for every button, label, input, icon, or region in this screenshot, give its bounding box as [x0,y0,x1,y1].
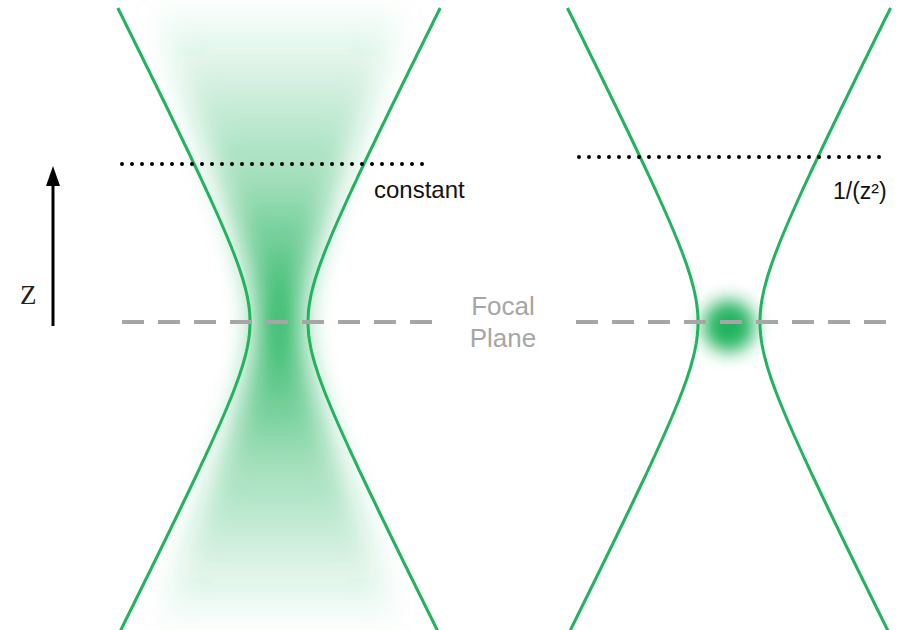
beam-intensity [148,0,409,630]
dotted-line [122,162,430,166]
intensity-label: 1/(z²) [833,178,887,205]
beam-intensity [703,300,755,352]
axis-arrow [52,182,55,326]
dotted-line [579,155,885,159]
axis-label: Z [20,280,37,311]
intensity-label: constant [374,176,465,204]
focal-plane-line [576,320,886,324]
focal-plane-line [122,320,432,324]
arrow-head [46,166,60,186]
beam-envelope [760,8,891,630]
beam-envelope [118,8,250,630]
plane-label: Focal Plane [438,290,568,354]
beam-envelope [308,8,440,630]
beam-envelope [567,8,698,630]
